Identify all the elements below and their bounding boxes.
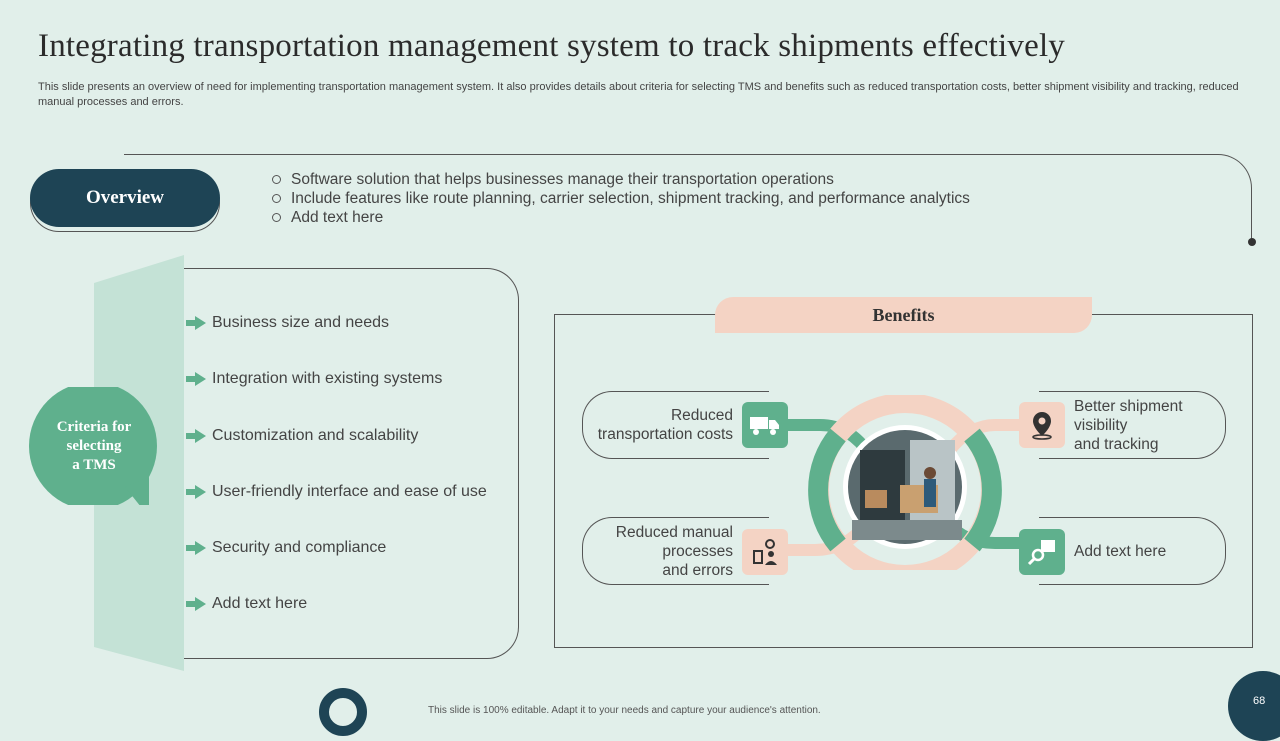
- criteria-item: Customization and scalability: [186, 425, 418, 447]
- arrow-right-icon: [186, 541, 206, 555]
- slide-title: Integrating transportation management sy…: [38, 28, 1066, 64]
- overview-point: Software solution that helps businesses …: [272, 170, 1212, 189]
- benefit-card: Reduced manual processes and errors: [582, 517, 769, 585]
- criteria-item: Integration with existing systems: [186, 368, 442, 390]
- criteria-item: User-friendly interface and ease of use: [186, 481, 487, 503]
- overview-point: Include features like route planning, ca…: [272, 189, 1212, 208]
- criteria-item: Security and compliance: [186, 537, 386, 559]
- benefit-card: Add text here: [1039, 517, 1226, 585]
- benefits-hub-graphic: [785, 395, 1025, 570]
- circle-bullet-icon: [272, 213, 281, 222]
- footer-note: This slide is 100% editable. Adapt it to…: [428, 705, 821, 716]
- benefit-card: Reduced transportation costs: [582, 391, 769, 459]
- circle-bullet-icon: [272, 194, 281, 203]
- benefit-card: Better shipment visibility and tracking: [1039, 391, 1226, 459]
- criteria-item: Add text here: [186, 593, 307, 615]
- criteria-item: Business size and needs: [186, 312, 389, 334]
- criteria-speech-bubble: [29, 387, 157, 505]
- circle-bullet-icon: [272, 175, 281, 184]
- criteria-label: Criteria for selecting a TMS: [56, 419, 132, 473]
- overview-frame: [124, 154, 1252, 242]
- overview-point: Add text here: [272, 208, 1212, 227]
- arrow-right-icon: [186, 597, 206, 611]
- overview-frame-dot: [1248, 238, 1256, 246]
- criteria-frame: [150, 268, 519, 659]
- truck-icon: [742, 402, 788, 448]
- arrow-right-icon: [186, 429, 206, 443]
- arrow-right-icon: [186, 372, 206, 386]
- location-pin-icon: [1019, 402, 1065, 448]
- slide-subtitle: This slide presents an overview of need …: [38, 81, 1239, 108]
- process-person-icon: [742, 529, 788, 575]
- search-boxes-icon: [1019, 529, 1065, 575]
- overview-label: Overview: [30, 169, 220, 227]
- overview-points: Software solution that helps businesses …: [272, 170, 1212, 227]
- decorative-ring: [319, 688, 367, 736]
- arrow-right-icon: [186, 316, 206, 330]
- arrow-right-icon: [186, 485, 206, 499]
- benefits-label: Benefits: [715, 297, 1092, 333]
- page-number: 68: [1228, 671, 1280, 741]
